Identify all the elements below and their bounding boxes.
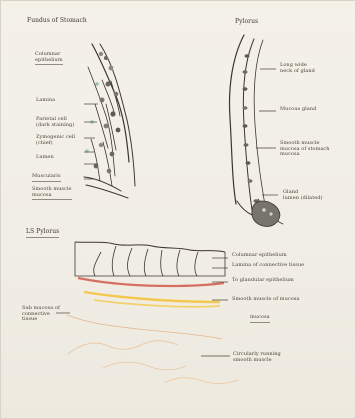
label-columnar-epithelium: Columnar epithelium (35, 52, 63, 65)
label-parietal-cell: Parietal cell (dark staining) (36, 117, 74, 128)
fundus-cells (85, 52, 120, 174)
section-title: LS Pylorus (26, 229, 59, 238)
pointer-lines (56, 69, 278, 356)
label-smooth-muscle-right: Smooth muscle mucosa of stomach mucosa (280, 141, 330, 158)
pylorus-cells (243, 54, 281, 226)
label-zymogenic-cell: Zymogenic cell (chief) (36, 135, 75, 146)
label-columnar-epithelium-2: Columnar epithelium (232, 253, 287, 259)
pylorus-title: Pylorus (235, 19, 258, 26)
label-long-neck: Long wide neck of gland (280, 63, 315, 74)
fundus-title: Fundus of Stomach (27, 18, 87, 25)
label-smooth-muscle: Smooth muscle mucosa (32, 187, 72, 200)
pylorus-sketch (230, 35, 283, 224)
label-connective-tissue: Lamina of connective tissue (232, 263, 304, 269)
label-gland-disc: Gland lumen (dilated) (283, 190, 323, 201)
label-lumen: Lumen (36, 155, 54, 161)
label-lamina: Lamina (36, 98, 55, 104)
label-submucosa: Sub mucosa of connective tissue (22, 306, 60, 323)
label-smooth-muscle-mucosa: Smooth muscle of mucosa (232, 297, 299, 303)
label-mucosa: mucosa (250, 315, 270, 323)
label-mucous-gland: Mucous gland (280, 107, 316, 113)
label-muscularis: Muscularis (32, 174, 61, 182)
pylorus-ls-sketch (67, 242, 238, 384)
label-gland-lumen: To glandular epithelium (232, 278, 294, 284)
label-circular-muscle: Circularly running smooth muscle (233, 352, 281, 363)
